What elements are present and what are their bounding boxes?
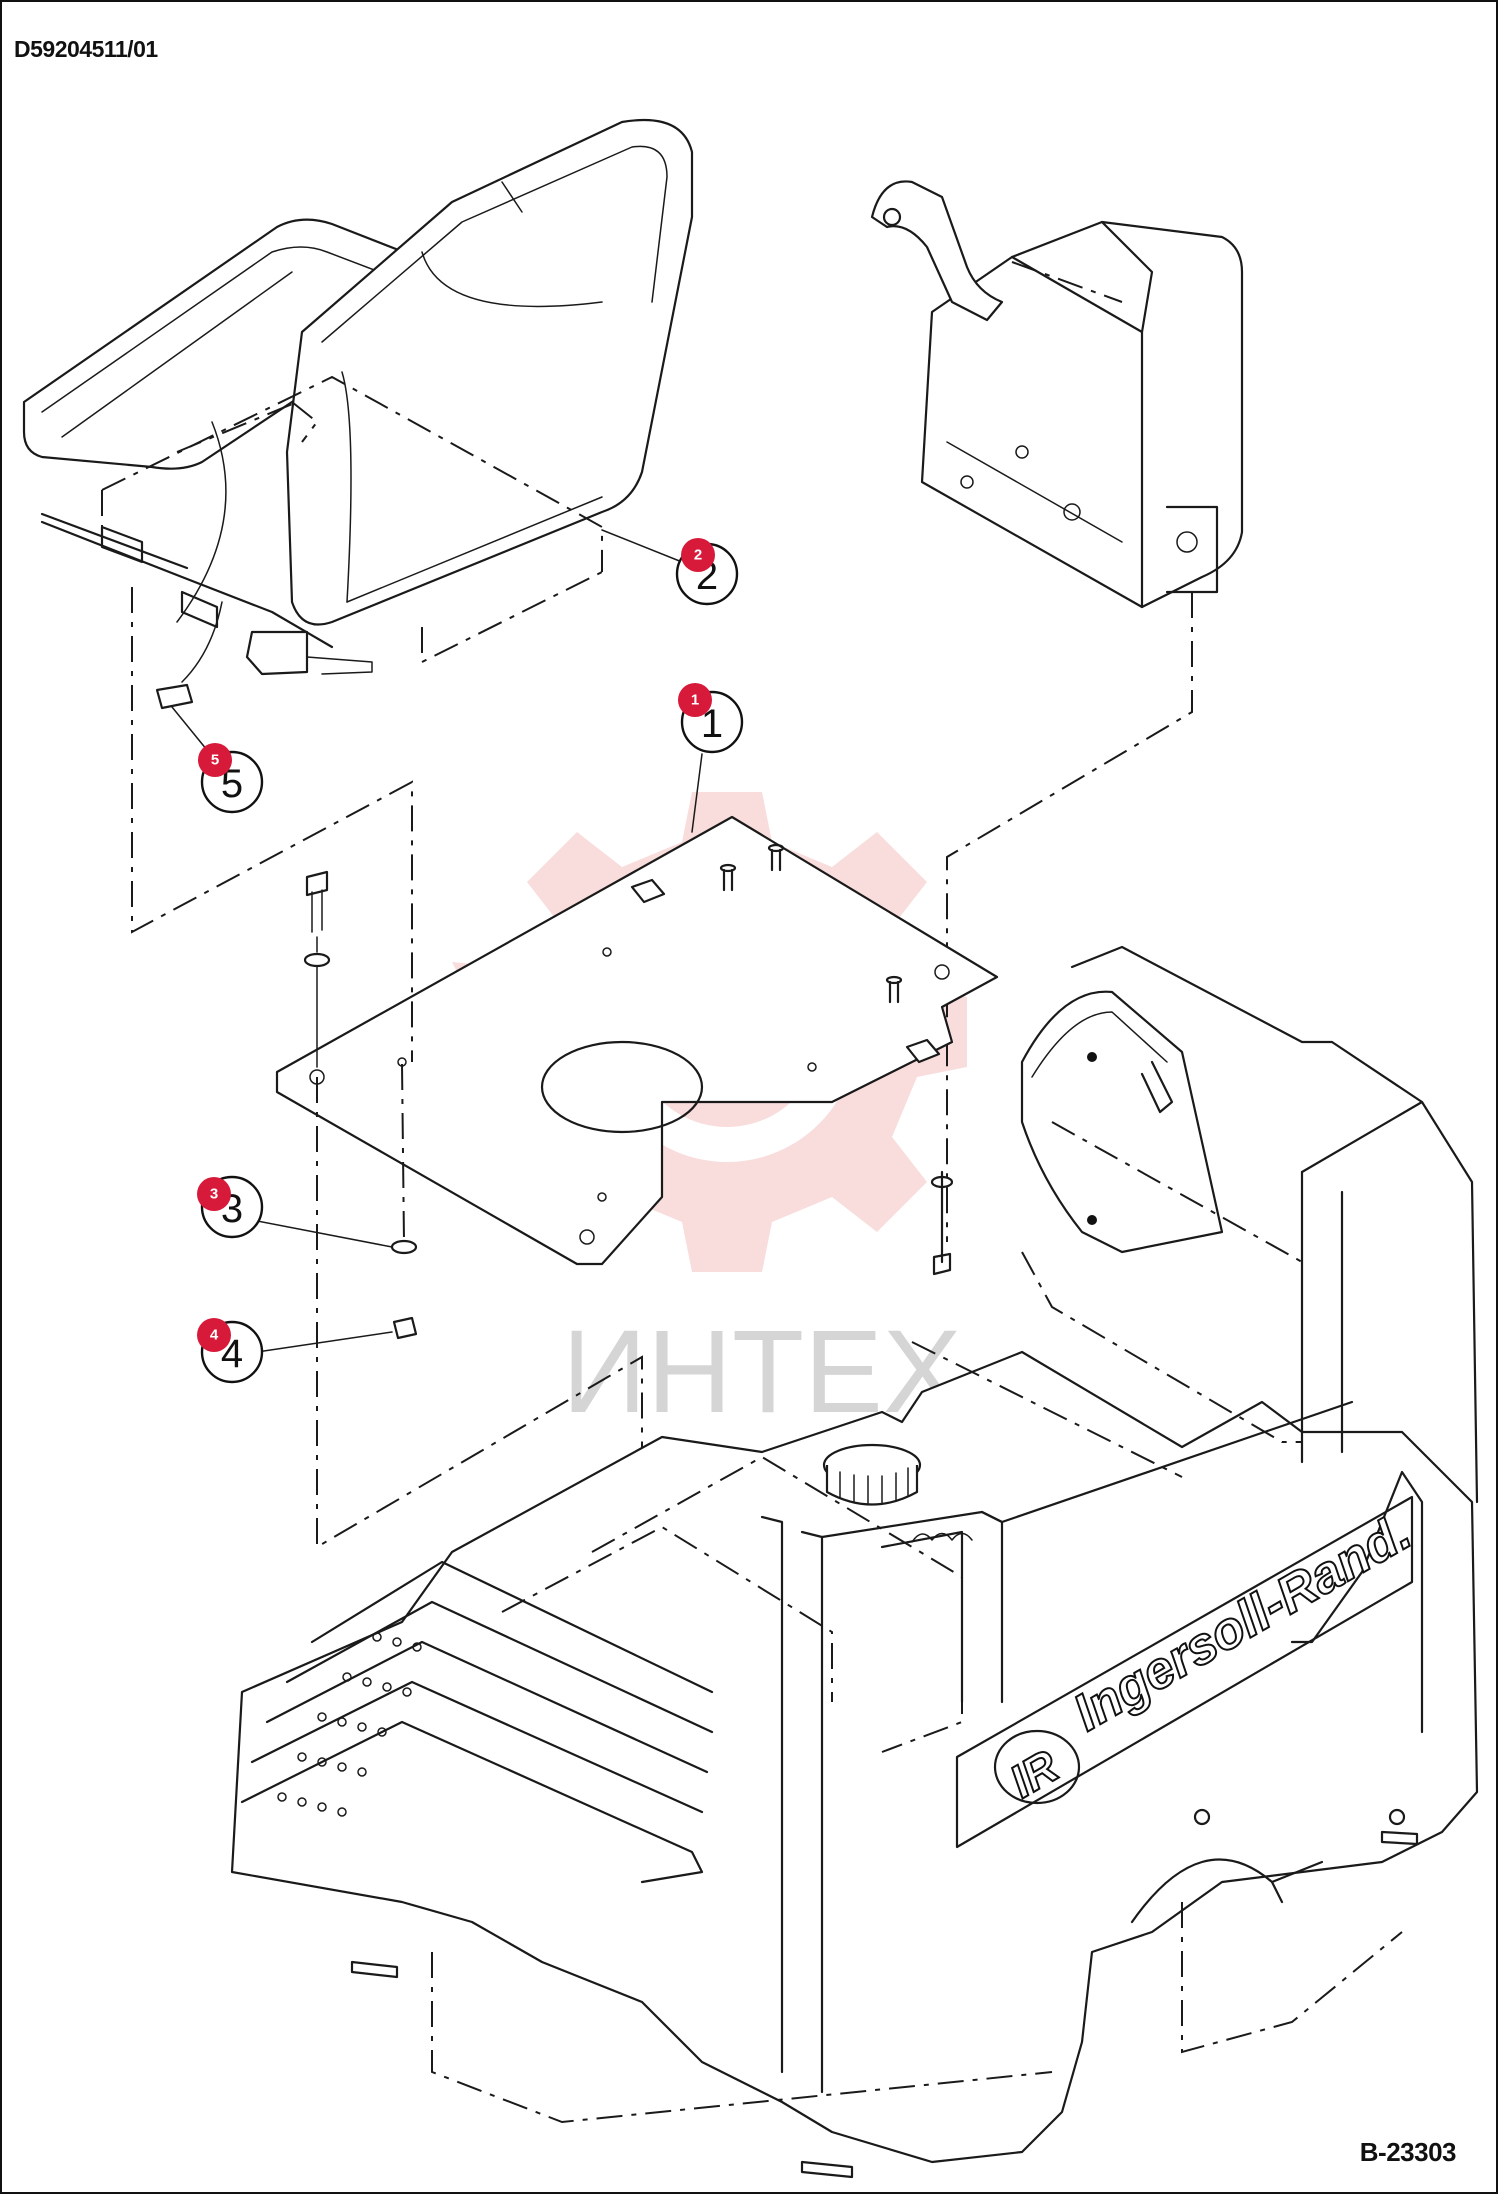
svg-text:5: 5: [211, 752, 219, 769]
callout-3: 3 3: [197, 1175, 264, 1239]
leader-callout-2: [601, 529, 688, 565]
sheet-code: B-23303: [1359, 2137, 1457, 2167]
mounting-plate: [275, 815, 999, 1266]
callout-2: 2 2: [675, 538, 739, 606]
svg-text:1: 1: [701, 702, 723, 746]
bolt-washer-nut: [303, 870, 954, 1340]
leader-callout-5: [171, 706, 208, 751]
watermark-text: ИНТЕХ: [562, 1306, 962, 1438]
leader-callout-4: [256, 1331, 393, 1353]
leader-callout-3: [251, 1219, 393, 1248]
callout-4: 4 4: [197, 1318, 264, 1384]
svg-text:1: 1: [691, 692, 699, 709]
svg-text:4: 4: [210, 1327, 219, 1344]
tread-holes: [277, 1632, 422, 1817]
control-console: [870, 180, 1244, 609]
leader-callout-1: [691, 753, 703, 833]
seat-assembly: [22, 118, 694, 710]
callout-1: 1 1: [678, 683, 744, 754]
document-code: D59204511/01: [14, 36, 158, 62]
machine-chassis: [230, 945, 1479, 2179]
svg-text:3: 3: [210, 1186, 218, 1203]
svg-text:2: 2: [694, 547, 702, 564]
callout-5: 5 5: [198, 743, 264, 814]
svg-text:5: 5: [221, 762, 243, 806]
